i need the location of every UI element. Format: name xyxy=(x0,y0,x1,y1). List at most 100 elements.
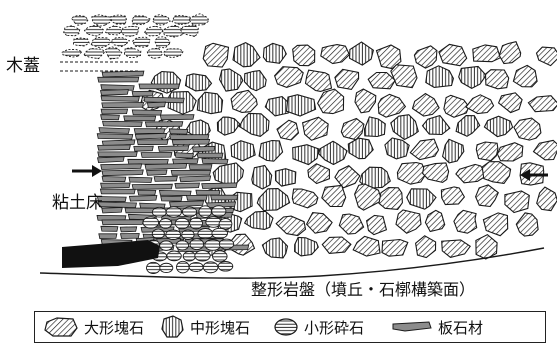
small-rubble-swatch-icon xyxy=(274,318,298,336)
lid-rubble xyxy=(83,48,106,60)
large-stone xyxy=(202,42,230,68)
slab-stone xyxy=(191,145,216,153)
slab-stone xyxy=(98,233,118,240)
large-stone xyxy=(504,190,530,214)
large-stone xyxy=(320,44,351,65)
large-stone xyxy=(273,66,304,88)
small-rubble xyxy=(204,239,222,251)
slab-stone xyxy=(171,138,211,146)
slab-stone xyxy=(133,145,154,152)
large-stone xyxy=(424,209,446,233)
large-stone xyxy=(472,44,502,63)
medium-stone xyxy=(256,188,291,212)
large-stone xyxy=(536,186,557,212)
lid-rubble xyxy=(123,47,142,59)
slab-stone xyxy=(136,139,169,146)
slab-stone xyxy=(195,189,221,196)
lid-rubble xyxy=(180,24,199,37)
large-stone xyxy=(484,69,510,90)
small-rubble xyxy=(188,261,204,273)
medium-stone xyxy=(196,91,224,115)
slab-stone xyxy=(146,101,167,109)
small-rubble xyxy=(211,205,227,218)
slab-stone xyxy=(100,225,119,232)
small-rubble xyxy=(212,250,228,263)
lid-rubble xyxy=(70,14,89,26)
large-stone xyxy=(475,141,499,162)
slab-stone xyxy=(174,152,194,159)
large-stone xyxy=(301,116,329,141)
slab-stone xyxy=(144,163,188,170)
large-stone xyxy=(512,64,538,88)
slab-stone xyxy=(128,176,153,183)
lid-rubble xyxy=(131,15,152,26)
small-rubble xyxy=(146,261,161,274)
medium-stone xyxy=(359,166,391,189)
small-rubble xyxy=(176,260,190,274)
medium-stone xyxy=(347,137,374,160)
large-stone xyxy=(367,71,396,90)
large-stone xyxy=(513,117,542,141)
medium-stone xyxy=(261,237,289,259)
medium-stone xyxy=(363,116,386,138)
slab-stone xyxy=(179,175,212,183)
medium-stone xyxy=(483,115,514,138)
legend-label: 中形塊石 xyxy=(190,318,251,337)
slab-stone xyxy=(100,114,120,121)
large-stone xyxy=(321,184,347,208)
lid-rubble xyxy=(63,25,81,37)
large-stone xyxy=(305,212,333,234)
large-stone xyxy=(515,212,539,237)
large-stone xyxy=(365,214,388,236)
large-stone xyxy=(340,117,365,141)
lid-rubble xyxy=(161,24,185,38)
large-stone xyxy=(413,45,438,69)
slab-stone xyxy=(101,219,144,226)
medium-stone xyxy=(285,94,317,117)
slab-stone xyxy=(186,195,208,201)
small-rubble xyxy=(197,228,214,240)
slab-stone xyxy=(96,133,134,140)
slab-stone xyxy=(157,145,190,152)
small-rubble xyxy=(202,261,219,274)
slab-stone xyxy=(97,201,137,209)
legend-item-large-stone: 大形塊石 xyxy=(43,312,144,342)
lid-rubble xyxy=(143,25,164,37)
slab-stone xyxy=(188,164,213,170)
legend-item-medium-stone: 中形塊石 xyxy=(159,312,250,342)
medium-stone-swatch-icon xyxy=(161,315,184,338)
small-rubble xyxy=(175,240,190,251)
slab-stone xyxy=(137,189,157,196)
small-rubble xyxy=(205,216,222,228)
large-stone xyxy=(498,41,522,65)
slab-stone xyxy=(174,182,200,189)
slab-stone xyxy=(134,132,167,140)
lid-rubble xyxy=(188,13,210,26)
small-rubble xyxy=(174,217,190,230)
large-stone xyxy=(321,236,352,254)
lid-rubble xyxy=(154,36,171,49)
large-stone xyxy=(334,68,360,91)
slab-stone xyxy=(196,152,224,159)
slab-stone xyxy=(97,144,131,151)
large-stone xyxy=(275,215,307,237)
lid-rubble xyxy=(83,24,104,37)
slab-stone xyxy=(128,195,158,202)
medium-stone xyxy=(294,236,319,257)
bedrock-surface-line xyxy=(39,247,545,279)
bedrock-label: 整形岩盤（墳丘・石槨構築面） xyxy=(251,280,476,299)
large-stone xyxy=(276,119,300,141)
clay-floor-layer xyxy=(62,240,160,268)
slab-stone xyxy=(138,83,180,90)
small-rubble xyxy=(165,229,182,240)
slab-stone xyxy=(97,151,138,158)
legend-label: 大形塊石 xyxy=(84,318,145,337)
large-stone xyxy=(465,94,495,115)
large-stone xyxy=(441,239,471,258)
small-rubble xyxy=(142,216,160,229)
large-stone xyxy=(409,138,440,161)
medium-stone xyxy=(458,65,487,90)
large-stone xyxy=(354,183,383,211)
medium-stone xyxy=(262,42,287,64)
slab-stone xyxy=(102,120,143,128)
